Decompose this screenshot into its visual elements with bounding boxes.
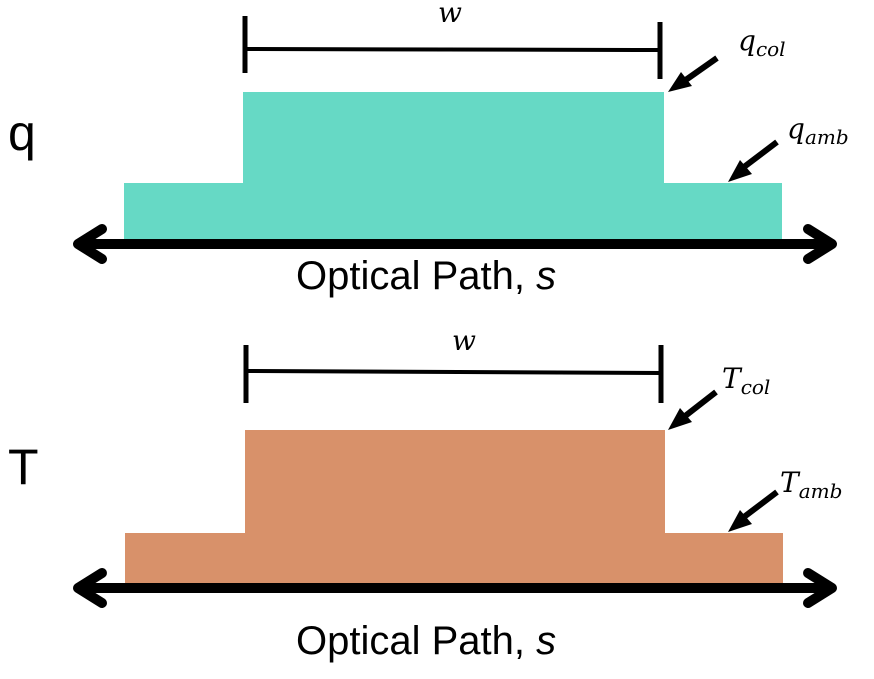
- axis-label-T: Optical Path, s: [296, 619, 556, 663]
- axis-label-q: Optical Path, s: [296, 254, 556, 298]
- width-bracket-q: [242, 16, 663, 79]
- width-label-T: w: [452, 324, 476, 357]
- left-arrowhead-icon: [73, 568, 107, 608]
- ambient-pointer-head-icon: [728, 160, 752, 182]
- axis-q: [73, 224, 837, 264]
- peak-pointer-head-icon: [668, 72, 692, 92]
- row-label-q: q: [8, 105, 36, 161]
- ambient-pointer-head-icon: [728, 510, 752, 532]
- width-label-q: w: [438, 0, 462, 29]
- panel-q: q w Optical Path, s qcol qamb: [8, 0, 849, 298]
- ambient-pointer-arrow-icon: [738, 489, 779, 523]
- peak-label-T: Tcol: [722, 362, 770, 399]
- peak-label-q: qcol: [738, 24, 786, 61]
- ambient-pointer-arrow-icon: [738, 139, 779, 173]
- right-arrowhead-icon: [803, 224, 837, 264]
- ambient-label-q: qamb: [787, 112, 849, 149]
- left-arrowhead-icon: [73, 224, 107, 264]
- right-arrowhead-icon: [803, 568, 837, 608]
- width-bracket-T: [243, 345, 664, 403]
- peak-pointer-head-icon: [668, 408, 692, 430]
- profile-q: [124, 92, 782, 240]
- profile-T: [125, 430, 783, 584]
- panel-T: T w Optical Path, s Tcol Tamb: [8, 324, 842, 663]
- ambient-label-T: Tamb: [780, 466, 842, 503]
- row-label-T: T: [8, 439, 39, 495]
- axis-T: [73, 568, 837, 608]
